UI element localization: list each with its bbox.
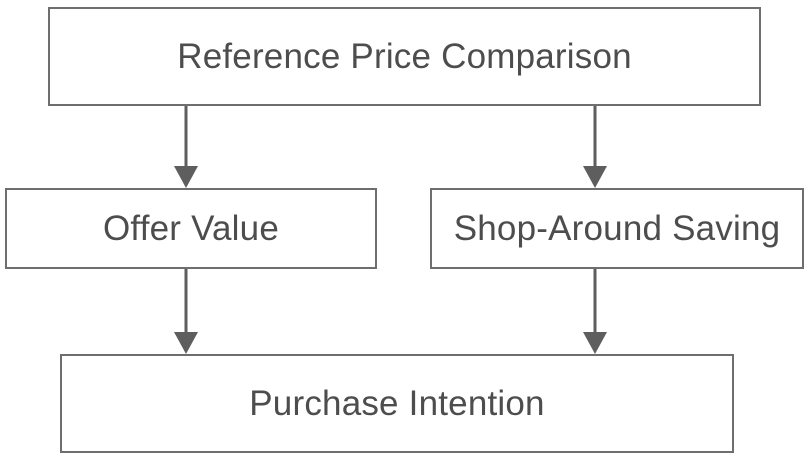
arrowhead-icon-rpc-to-ov <box>174 166 198 188</box>
node-label-purchase-intention: Purchase Intention <box>249 384 545 423</box>
node-purchase-intention[interactable]: Purchase Intention <box>60 354 734 453</box>
node-reference-price-comparison[interactable]: Reference Price Comparison <box>48 7 761 106</box>
node-label-offer-value: Offer Value <box>102 209 279 248</box>
arrowhead-icon-sas-to-pi <box>583 332 607 354</box>
node-offer-value[interactable]: Offer Value <box>5 188 377 269</box>
node-label-reference-price-comparison: Reference Price Comparison <box>177 37 632 76</box>
arrowhead-icon-ov-to-pi <box>174 332 198 354</box>
arrowhead-icon-rpc-to-sas <box>583 166 607 188</box>
node-label-shop-around-saving: Shop-Around Saving <box>453 209 781 248</box>
node-shop-around-saving[interactable]: Shop-Around Saving <box>430 188 804 269</box>
